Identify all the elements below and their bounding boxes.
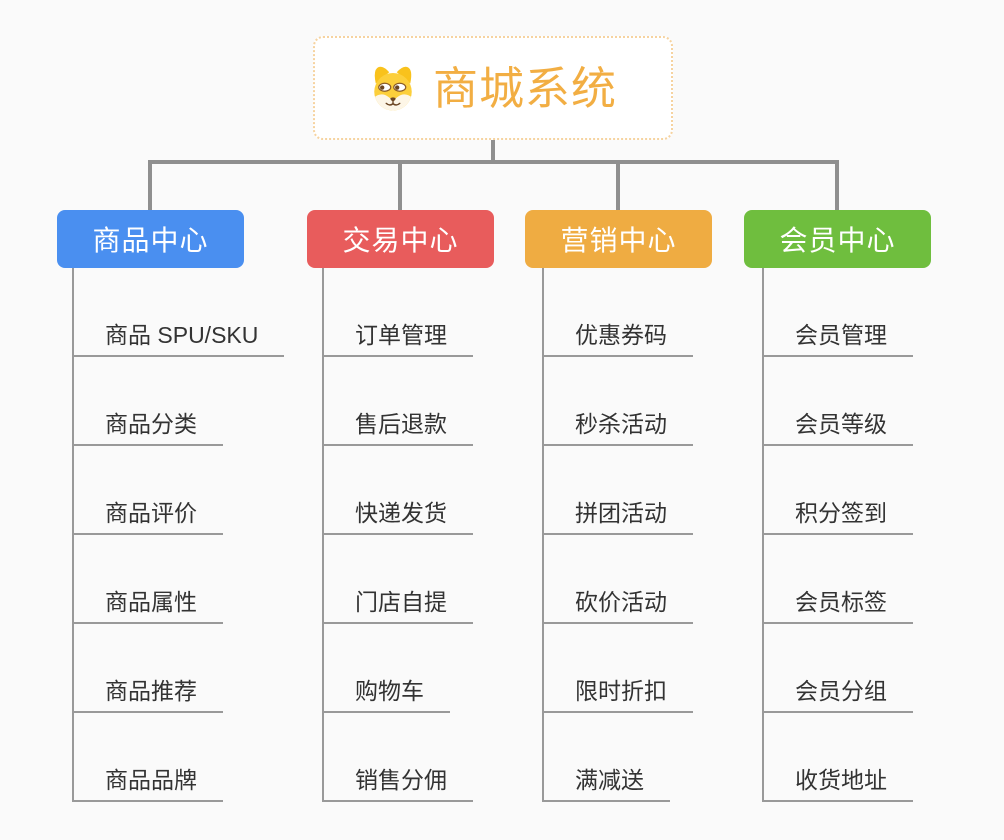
branch-marketing-center[interactable]: 营销中心 [525, 210, 712, 268]
branch-member-center[interactable]: 会员中心 [744, 210, 931, 268]
dog-face-icon [369, 63, 417, 113]
mindmap-item[interactable]: 会员等级 [762, 402, 913, 446]
branch-trade-center[interactable]: 交易中心 [307, 210, 494, 268]
mindmap-item[interactable]: 快递发货 [322, 491, 473, 535]
mindmap-item[interactable]: 商品分类 [72, 402, 223, 446]
mindmap-item[interactable]: 满减送 [542, 758, 670, 802]
mindmap-item[interactable]: 收货地址 [762, 758, 913, 802]
connector-drop-trade [398, 160, 402, 210]
mindmap-item[interactable]: 会员管理 [762, 313, 913, 357]
connector-drop-product [148, 160, 152, 210]
branch-trade-children: 订单管理 售后退款 快递发货 门店自提 购物车 销售分佣 [322, 268, 562, 802]
mindmap-item[interactable]: 商品推荐 [72, 669, 223, 713]
mindmap-item[interactable]: 购物车 [322, 669, 450, 713]
mindmap-item[interactable]: 会员分组 [762, 669, 913, 713]
connector-drop-member [835, 160, 839, 210]
connector-drop-marketing [616, 160, 620, 210]
branch-marketing-children: 优惠券码 秒杀活动 拼团活动 砍价活动 限时折扣 满减送 [542, 268, 782, 802]
branch-product-children: 商品 SPU/SKU 商品分类 商品评价 商品属性 商品推荐 商品品牌 [72, 268, 312, 802]
mindmap-item[interactable]: 限时折扣 [542, 669, 693, 713]
mindmap-item[interactable]: 拼团活动 [542, 491, 693, 535]
mindmap-item[interactable]: 优惠券码 [542, 313, 693, 357]
mindmap-item[interactable]: 商品评价 [72, 491, 223, 535]
mindmap-item[interactable]: 订单管理 [322, 313, 473, 357]
mindmap-item[interactable]: 商品属性 [72, 580, 223, 624]
mindmap-item[interactable]: 积分签到 [762, 491, 913, 535]
root-title: 商城系统 [432, 62, 617, 114]
connector-horizontal-bar [148, 160, 839, 164]
connector-root-drop [491, 139, 495, 163]
mindmap-item[interactable]: 砍价活动 [542, 580, 693, 624]
mindmap-item[interactable]: 秒杀活动 [542, 402, 693, 446]
branch-product-center[interactable]: 商品中心 [57, 210, 244, 268]
branch-member-children: 会员管理 会员等级 积分签到 会员标签 会员分组 收货地址 [762, 268, 1002, 802]
mindmap-item[interactable]: 商品 SPU/SKU [72, 313, 285, 357]
root-node[interactable]: 商城系统 [313, 36, 673, 140]
mindmap-item[interactable]: 售后退款 [322, 402, 473, 446]
mindmap-item[interactable]: 门店自提 [322, 580, 473, 624]
mindmap-item[interactable]: 会员标签 [762, 580, 913, 624]
mindmap-item[interactable]: 销售分佣 [322, 758, 473, 802]
mindmap-item[interactable]: 商品品牌 [72, 758, 223, 802]
